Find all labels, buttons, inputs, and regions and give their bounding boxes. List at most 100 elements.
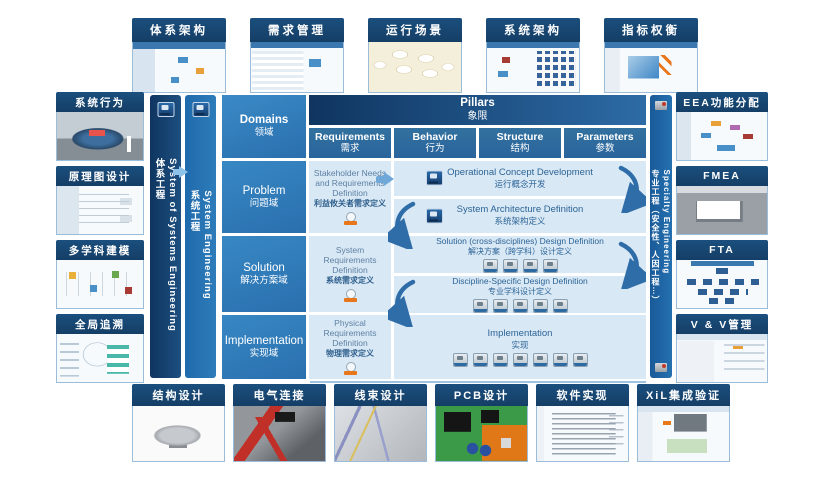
thumb-xil-integration-verification: XiL集成验证 <box>637 384 730 462</box>
thumb-screenshot <box>334 406 427 462</box>
row-label-solution: Solution 解决方案域 <box>222 236 306 312</box>
tool-icon <box>492 352 508 367</box>
thumb-title: 系统行为 <box>56 92 144 112</box>
bar-label-zh: 体系工程 <box>153 158 165 201</box>
system-architecture-cell: System Architecture Definition 系统架构定义 <box>394 198 646 233</box>
tool-icon <box>502 259 518 273</box>
thumb-software-implementation: 软件实现 <box>536 384 629 462</box>
column-header-structure: Structure 结构 <box>479 128 561 158</box>
thumb-metric-tradeoff: 指标权衡 <box>604 18 698 93</box>
bars-transition-arrow-icon <box>173 166 188 178</box>
thumb-screenshot <box>676 260 768 309</box>
column-header-parameters: Parameters 参数 <box>564 128 646 158</box>
bar-label: System of Systems Engineering 体系工程 <box>152 158 179 332</box>
modeling-app-icon <box>157 102 174 117</box>
domains-zh: 领域 <box>254 127 274 139</box>
flow-arrow-down-right-icon <box>618 165 646 213</box>
bar-label-en: Specialty Engineering <box>662 169 672 274</box>
requirements-to-concept-arrow-icon <box>376 172 394 186</box>
row-label-implementation: Implementation 实现域 <box>222 315 306 379</box>
thumb-title: 原理图设计 <box>56 166 144 186</box>
thumb-harness-design: 线束设计 <box>334 384 427 462</box>
column-header-behavior: Behavior 行为 <box>394 128 476 158</box>
thumb-eea-function-allocation: EEA功能分配 <box>676 92 768 161</box>
pillars-zh: 象限 <box>467 110 488 122</box>
pillars-domains-matrix: Domains 领域 Pillars 象限 Requirements 需求 Be… <box>222 95 646 383</box>
thumb-system-architecture: 系统架构 <box>486 18 580 93</box>
thumb-title: 全局追溯 <box>56 314 144 334</box>
tool-icon <box>572 352 588 367</box>
thumb-screenshot <box>250 42 344 93</box>
thumb-fta: FTA <box>676 240 768 309</box>
requirements-tool-icon <box>343 288 357 302</box>
thumb-requirements-management: 需求管理 <box>250 18 344 93</box>
physical-requirements-cell: Physical Requirements Definition 物理需求定义 <box>309 315 391 379</box>
system-requirements-cell: System Requirements Definition 系统需求定义 <box>309 236 391 312</box>
specialty-engineering-bar: Specialty Engineering 专业工程（安全性、人因工程…） <box>650 95 672 378</box>
specialty-tool-icon <box>655 363 667 372</box>
top-thumbnail-row: 体系架构 需求管理 运行场景 系统架构 指标权衡 <box>132 18 698 93</box>
thumb-screenshot <box>676 112 768 161</box>
thumb-title: 体系架构 <box>132 18 226 42</box>
system-of-systems-engineering-bar: System of Systems Engineering 体系工程 <box>150 95 181 378</box>
cross-discipline-design-cell: Solution (cross-disciplines) Design Defi… <box>394 236 646 273</box>
thumb-title: 多学科建模 <box>56 240 144 260</box>
row-label-problem: Problem 问题域 <box>222 161 306 233</box>
tool-icon <box>452 352 468 367</box>
thumb-screenshot <box>435 406 528 462</box>
thumb-screenshot <box>132 42 226 93</box>
modeling-app-icon <box>426 170 443 186</box>
implementation-cell: Implementation 实现 <box>394 315 646 379</box>
thumb-title: PCB设计 <box>435 384 528 406</box>
tool-icon <box>552 299 568 313</box>
stakeholder-needs-cell: Stakeholder Needs and Requirements Defin… <box>309 161 391 233</box>
thumb-title: 指标权衡 <box>604 18 698 42</box>
left-thumbnail-column: 系统行为 原理图设计 多学科建模 全局追溯 <box>56 92 144 383</box>
thumb-screenshot <box>486 42 580 93</box>
thumb-global-traceability: 全局追溯 <box>56 314 144 383</box>
thumb-title: 软件实现 <box>536 384 629 406</box>
thumb-title: FMEA <box>676 166 768 186</box>
tool-icon <box>512 352 528 367</box>
thumb-operational-scenario: 运行场景 <box>368 18 462 93</box>
tool-icon-row <box>472 299 568 313</box>
thumb-screenshot <box>56 260 144 309</box>
requirements-tool-icon <box>343 211 357 225</box>
bar-label: Specialty Engineering 专业工程（安全性、人因工程…） <box>650 169 672 304</box>
modeling-app-icon <box>426 208 443 224</box>
tool-icon <box>472 352 488 367</box>
tool-icon-row <box>482 259 558 273</box>
bar-label-en: System of Systems Engineering <box>166 158 178 332</box>
thumb-screenshot <box>56 186 144 235</box>
thumb-fmea: FMEA <box>676 166 768 235</box>
implementation-activities: Implementation 实现 <box>394 315 646 379</box>
specialty-tool-icon <box>655 101 667 110</box>
thumb-electrical-connection: 电气连接 <box>233 384 326 462</box>
thumb-title: 需求管理 <box>250 18 344 42</box>
thumb-title: 线束设计 <box>334 384 427 406</box>
bar-label-zh: 专业工程（安全性、人因工程…） <box>651 169 660 304</box>
thumb-screenshot <box>56 334 144 383</box>
thumb-screenshot <box>604 42 698 93</box>
column-header-requirements: Requirements 需求 <box>309 128 391 158</box>
thumb-screenshot <box>233 406 326 462</box>
thumb-title: FTA <box>676 240 768 260</box>
flow-arrow-down-left-icon <box>388 201 416 249</box>
solution-activities: Solution (cross-disciplines) Design Defi… <box>394 236 646 313</box>
thumb-multidisciplinary-modeling: 多学科建模 <box>56 240 144 309</box>
thumb-screenshot <box>676 334 768 383</box>
system-engineering-bar: System Engineering 系统工程 <box>185 95 216 378</box>
problem-activities: Operational Concept Development 运行概念开发 S… <box>394 161 646 233</box>
thumb-system-of-systems-architecture: 体系架构 <box>132 18 226 93</box>
thumb-structural-design: 结构设计 <box>132 384 225 462</box>
thumb-title: 结构设计 <box>132 384 225 406</box>
discipline-specific-design-cell: Discipline-Specific Design Definition 专业… <box>394 276 646 313</box>
thumb-title: 运行场景 <box>368 18 462 42</box>
tool-icon <box>552 352 568 367</box>
thumb-screenshot <box>637 406 730 462</box>
thumb-system-behavior: 系统行为 <box>56 92 144 161</box>
domains-header-cell: Domains 领域 <box>222 95 306 158</box>
tool-icon <box>472 299 488 313</box>
tool-icon <box>532 299 548 313</box>
